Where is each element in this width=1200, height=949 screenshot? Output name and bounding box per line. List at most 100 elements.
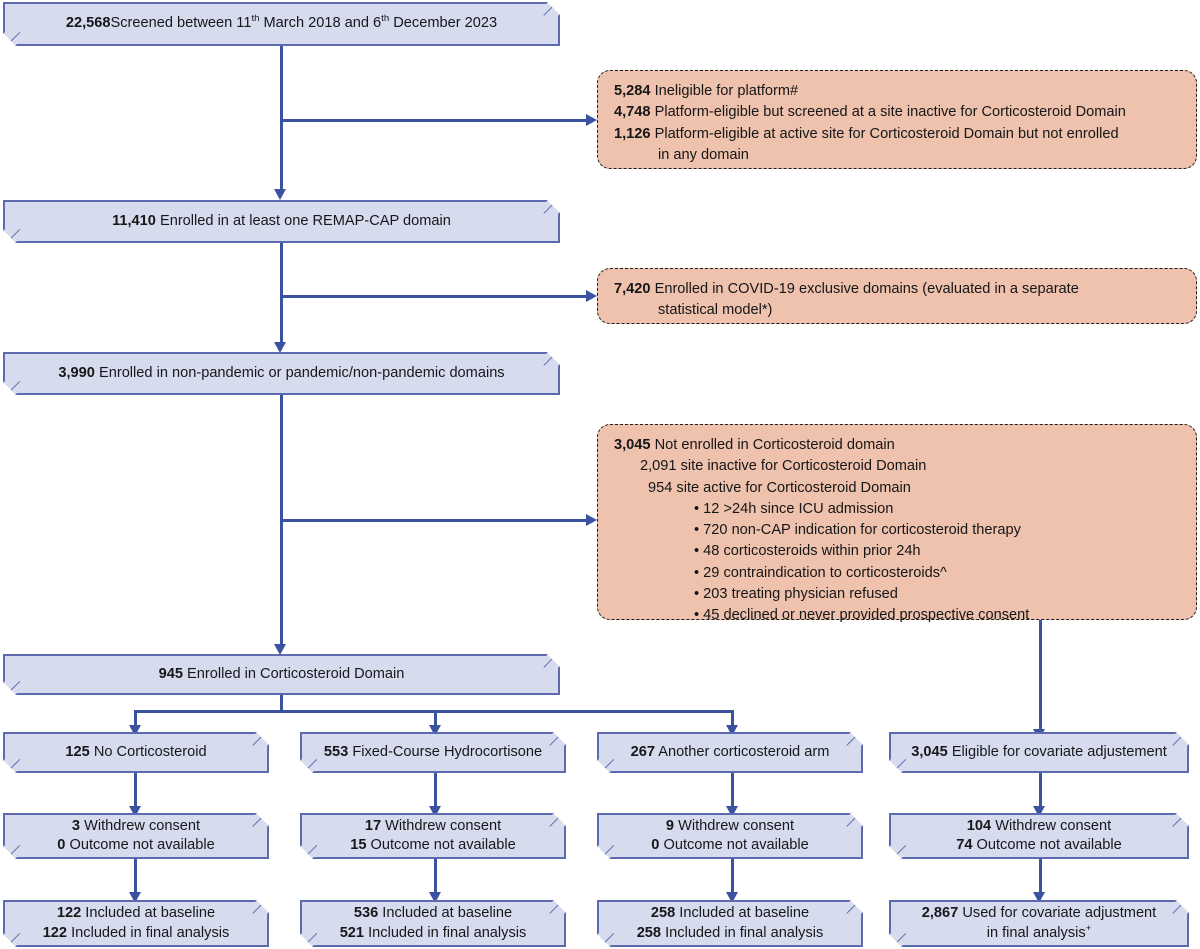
exclusion-bullet: • 12 >24h since ICU admission	[694, 500, 894, 517]
bevel-bottom-left	[300, 839, 320, 859]
exclusion-subline: 954 site active for Corticosteroid Domai…	[614, 478, 1182, 499]
losses-text: 9 Withdrew consent 0 Outcome not availab…	[651, 817, 808, 856]
bevel-top-right	[540, 352, 560, 372]
box-allocation-no-corticosteroid: 125 No Corticosteroid	[3, 732, 269, 773]
box-enrolled-nonpandemic: 3,990 Enrolled in non-pandemic or pandem…	[3, 352, 560, 395]
connector-loss-to-analysis-arm-4	[1039, 859, 1042, 893]
final-label: Included in final analysis	[71, 924, 230, 941]
final-footnote-marker: +	[1085, 922, 1092, 934]
bevel-bottom-left	[300, 927, 320, 947]
box-allocation-another-corticosteroid-arm: 267 Another corticosteroid arm	[597, 732, 863, 773]
final-count: 122	[42, 924, 68, 941]
bevel-bottom-left	[300, 753, 320, 773]
exclusion-text: Ineligible for platform#	[654, 83, 799, 99]
baseline-count: 536	[353, 905, 379, 922]
bevel-bottom-left	[889, 927, 909, 947]
box-analysis-no-corticosteroid: 122 Included at baseline 122 Included in…	[3, 900, 269, 947]
allocation-count: 125	[65, 743, 90, 760]
connector-loss-to-analysis-arm-3	[731, 859, 734, 893]
arrowhead-arm-1	[128, 725, 141, 736]
bevel-bottom-left	[597, 839, 617, 859]
exclusion-text: site active for Corticosteroid Domain	[676, 479, 911, 496]
connector-alloc-to-loss-arm-4	[1039, 773, 1042, 807]
enrolled-nonpandemic-count: 3,990	[58, 364, 95, 381]
bevel-bottom-left	[889, 839, 909, 859]
withdrew-count: 3	[71, 817, 81, 834]
final-label: in final analysis	[986, 924, 1086, 941]
exclusion-box-platform-ineligible: 5,284 Ineligible for platform# 4,748 Pla…	[597, 70, 1197, 169]
connector-to-exclusion-1	[281, 119, 588, 122]
outcome-count: 15	[350, 837, 367, 853]
bevel-top-right	[1169, 900, 1189, 920]
arrowhead-exclusion-2	[586, 290, 597, 302]
bevel-bottom-left	[597, 753, 617, 773]
arrowhead-arm-2	[428, 725, 441, 736]
allocation-label: No Corticosteroid	[93, 743, 207, 760]
outcome-count: 0	[57, 837, 66, 853]
enrolled-platform-count: 11,410	[112, 212, 156, 229]
box-enrolled-platform-text: 11,410 Enrolled in at least one REMAP-CA…	[112, 212, 451, 231]
exclusion-bullet: • 45 declined or never provided prospect…	[694, 607, 1030, 624]
connector-branch-arm-3	[731, 710, 734, 726]
bevel-bottom-left	[597, 927, 617, 947]
allocation-label: Another corticosteroid arm	[658, 743, 830, 760]
screened-count: 22,568	[65, 15, 111, 32]
connector-corticosteroid-stem	[280, 695, 283, 712]
connector-screened-to-platform	[280, 46, 283, 190]
bevel-top-right	[546, 813, 566, 833]
exclusion-count: 3,045	[614, 437, 651, 453]
enrolled-corticosteroid-count: 945	[158, 665, 183, 682]
final-label: Included in final analysis	[665, 924, 824, 941]
box-enrolled-corticosteroid-text: 945 Enrolled in Corticosteroid Domain	[159, 665, 405, 684]
box-enrolled-nonpandemic-text: 3,990 Enrolled in non-pandemic or pandem…	[58, 364, 504, 383]
bevel-top-right	[1169, 813, 1189, 833]
exclusion-line: 7,420 Enrolled in COVID-19 exclusive dom…	[614, 279, 1182, 300]
bevel-top-right	[540, 654, 560, 674]
allocation-text: 267 Another corticosteroid arm	[631, 743, 830, 762]
withdrew-count: 104	[966, 817, 992, 834]
box-screened: 22,568Screened between 11th March 2018 a…	[3, 2, 560, 46]
connector-branch-arm-2	[434, 710, 437, 726]
exclusion-count: 7,420	[614, 281, 651, 297]
exclusion-bullet: • 720 non-CAP indication for corticoster…	[694, 522, 1021, 539]
losses-text: 17 Withdrew consent 15 Outcome not avail…	[350, 817, 516, 856]
box-losses-covariate-adjustment: 104 Withdrew consent 74 Outcome not avai…	[889, 813, 1189, 859]
allocation-text: 125 No Corticosteroid	[65, 743, 206, 762]
connector-split-bus	[134, 710, 733, 713]
allocation-count: 267	[630, 743, 655, 760]
bevel-top-right	[249, 813, 269, 833]
final-count: 258	[636, 924, 662, 941]
enrolled-nonpandemic-label: Enrolled in non-pandemic or pandemic/non…	[98, 364, 505, 381]
analysis-text: 258 Included at baseline 258 Included in…	[637, 904, 824, 943]
exclusion-text: Platform-eligible at active site for Cor…	[654, 125, 1119, 142]
arrowhead-analysis-arm-1	[128, 892, 141, 903]
box-losses-fixed-course-hydrocortisone: 17 Withdrew consent 15 Outcome not avail…	[300, 813, 566, 859]
final-count: 521	[339, 924, 365, 941]
exclusion-line-continuation: in any domain	[614, 145, 1182, 166]
arrowhead-analysis-arm-3	[725, 892, 738, 903]
exclusion-count: 2,091	[640, 458, 677, 475]
bevel-top-right	[546, 732, 566, 752]
exclusion-text: statistical model*)	[658, 302, 773, 319]
bevel-top-right	[843, 732, 863, 752]
analysis-final-line: 122 Included in final analysis	[43, 924, 230, 943]
exclusion-box-not-enrolled-corticosteroid: 3,045 Not enrolled in Corticosteroid dom…	[597, 424, 1197, 623]
losses-withdrew-line: 3 Withdrew consent	[57, 817, 214, 836]
withdrew-count: 17	[364, 817, 382, 834]
screened-label: Screened between 11	[110, 15, 252, 32]
outcome-count: 74	[956, 837, 973, 853]
exclusion-text: Platform-eligible but screened at a site…	[654, 104, 1126, 121]
baseline-count: 122	[56, 905, 82, 922]
box-screened-text: 22,568Screened between 11th March 2018 a…	[66, 14, 497, 33]
analysis-final-line: 521 Included in final analysis	[340, 924, 527, 943]
screened-sup2: th	[381, 13, 390, 25]
enrolled-corticosteroid-label: Enrolled in Corticosteroid Domain	[187, 665, 405, 682]
arrowhead-analysis-arm-4	[1033, 892, 1045, 903]
exclusion-count: 4,748	[614, 104, 651, 121]
arrowhead-loss-arm-1	[128, 806, 141, 817]
box-losses-no-corticosteroid: 3 Withdrew consent 0 Outcome not availab…	[3, 813, 269, 859]
arrowhead-loss-arm-3	[725, 806, 738, 817]
screened-sup1: th	[251, 13, 260, 25]
baseline-label: Used for covariate adjustment	[962, 905, 1157, 922]
exclusion-line: 5,284 Ineligible for platform#	[614, 81, 1182, 102]
